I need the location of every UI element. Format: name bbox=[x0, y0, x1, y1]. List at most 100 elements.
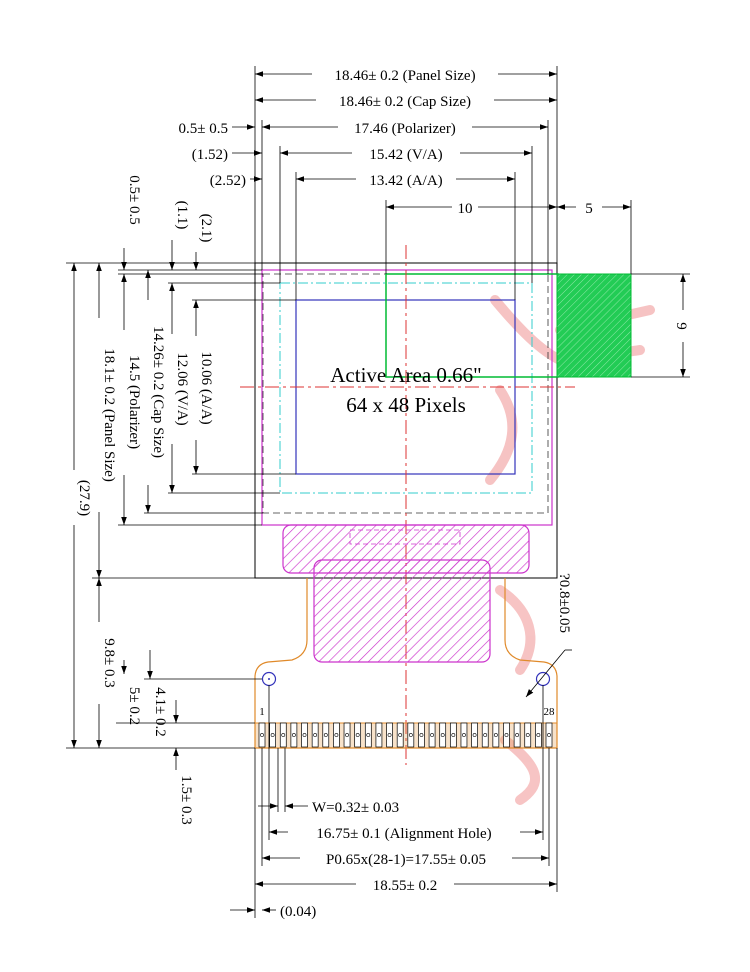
right-dimensions: 9 ?0.8±0.05 bbox=[525, 273, 690, 698]
pin bbox=[535, 722, 542, 748]
dim-aa-top: (2.1) bbox=[198, 214, 214, 243]
pin bbox=[513, 722, 521, 748]
pin-via bbox=[270, 733, 275, 737]
stiffener-area bbox=[313, 559, 491, 663]
dim-aa-offset: (2.52) bbox=[210, 173, 246, 189]
pin bbox=[375, 722, 383, 748]
dim-fpc-length: 9.8± 0.3 bbox=[101, 638, 117, 687]
dim-pin-length: 1.5± 0.3 bbox=[178, 775, 194, 824]
pin bbox=[354, 722, 362, 748]
alignment-hole-right bbox=[535, 671, 551, 687]
pin-via bbox=[440, 733, 445, 737]
dim-pin-width: W=0.32± 0.03 bbox=[312, 800, 399, 816]
pin bbox=[301, 722, 308, 748]
pin-via bbox=[302, 733, 307, 737]
dim-polarizer-width: 17.46 (Polarizer) bbox=[354, 121, 456, 137]
pin bbox=[471, 722, 478, 748]
pin bbox=[418, 722, 425, 748]
pin-band bbox=[254, 722, 558, 749]
ic-chip-inner bbox=[349, 529, 461, 545]
dim-panel-height: 18.1± 0.2 (Panel Size) bbox=[101, 348, 117, 482]
pin bbox=[343, 722, 351, 748]
active-area-title: Active Area 0.66" bbox=[330, 363, 481, 387]
pin-row bbox=[254, 722, 558, 749]
dim-top-offset: 0.5± 0.5 bbox=[126, 175, 142, 224]
dim-hole-offset: 4.1± 0.2 bbox=[152, 687, 168, 736]
active-area-pixels: 64 x 48 Pixels bbox=[346, 393, 466, 417]
pin-via bbox=[536, 733, 541, 737]
dim-va-height: 12.06 (V/A) bbox=[174, 352, 190, 425]
dim-nine: 9 bbox=[673, 322, 689, 330]
pin bbox=[311, 722, 319, 748]
pin-via bbox=[472, 733, 477, 737]
dim-total-height: (27.9) bbox=[76, 480, 92, 516]
pin bbox=[396, 722, 404, 748]
dim-cap-width: 18.46± 0.2 (Cap Size) bbox=[339, 94, 471, 110]
dim-left-offset: 0.5± 0.5 bbox=[179, 121, 228, 137]
top-dimensions: 18.46± 0.2 (Panel Size) 18.46± 0.2 (Cap … bbox=[179, 66, 632, 300]
pin-label-first: 1 bbox=[259, 706, 265, 718]
dim-hole-diameter: ?0.8±0.05 bbox=[556, 573, 572, 633]
bottom-dimensions: W=0.32± 0.03 16.75± 0.1 (Alignment Hole)… bbox=[230, 685, 558, 920]
pin-via bbox=[483, 733, 488, 737]
pin bbox=[481, 722, 489, 748]
dim-va-offset: (1.52) bbox=[192, 147, 228, 163]
pin bbox=[407, 722, 415, 748]
dim-panel-width: 18.46± 0.2 (Panel Size) bbox=[334, 68, 475, 84]
pin-via bbox=[313, 733, 318, 737]
dim-va-top: (1.1) bbox=[174, 201, 190, 230]
pin-via bbox=[323, 733, 328, 737]
pin bbox=[492, 722, 500, 748]
dim-polarizer-height: 14.5 (Polarizer) bbox=[126, 355, 142, 449]
dim-total-width: 18.55± 0.2 bbox=[373, 878, 437, 894]
pin-via bbox=[419, 733, 424, 737]
pin-via bbox=[387, 733, 392, 737]
pin-via bbox=[547, 733, 551, 737]
pin-via bbox=[334, 733, 339, 737]
pin-via bbox=[504, 733, 509, 737]
pin-via bbox=[398, 733, 403, 737]
pin-via bbox=[260, 733, 264, 737]
pin bbox=[333, 722, 340, 748]
pin bbox=[386, 722, 393, 748]
pin-via bbox=[451, 733, 456, 737]
dim-ten: 10 bbox=[458, 201, 473, 217]
pin-via bbox=[462, 733, 466, 737]
dim-five: 5 bbox=[585, 201, 593, 217]
pin bbox=[364, 722, 372, 748]
green-hatched-block bbox=[556, 273, 632, 378]
pin-via bbox=[366, 733, 371, 737]
pin-via bbox=[430, 733, 434, 737]
pin-via bbox=[377, 733, 381, 737]
pin-label-last: 28 bbox=[544, 706, 556, 718]
pin-via bbox=[408, 733, 413, 737]
pin bbox=[503, 722, 510, 748]
dim-edge: (0.04) bbox=[280, 904, 316, 920]
pin bbox=[460, 722, 468, 748]
pin bbox=[524, 722, 532, 748]
pin bbox=[428, 722, 436, 748]
pin-via bbox=[515, 733, 520, 737]
pin bbox=[322, 722, 330, 748]
pin bbox=[258, 722, 266, 748]
pin bbox=[269, 722, 276, 748]
pin-via bbox=[493, 733, 498, 737]
dim-cap-height: 14.26± 0.2 (Cap Size) bbox=[150, 326, 166, 458]
pin-via bbox=[291, 733, 296, 737]
dim-pin-pitch: P0.65x(28-1)=17.55± 0.05 bbox=[326, 852, 486, 868]
pin-via bbox=[345, 733, 349, 737]
dim-va-width: 15.42 (V/A) bbox=[369, 147, 442, 163]
dim-five-vertical: 5± 0.2 bbox=[126, 687, 142, 725]
dim-alignment-hole: 16.75± 0.1 (Alignment Hole) bbox=[316, 826, 491, 842]
dim-aa-width: 13.42 (A/A) bbox=[369, 173, 442, 189]
left-dimensions: (27.9) 18.1± 0.2 (Panel Size) 0.5± 0.5 1… bbox=[66, 175, 296, 825]
pin-via bbox=[355, 733, 360, 737]
dim-aa-height: 10.06 (A/A) bbox=[198, 351, 214, 424]
pin-via bbox=[525, 733, 530, 737]
pin bbox=[290, 722, 298, 748]
pin bbox=[449, 722, 457, 748]
pin bbox=[545, 722, 553, 748]
pin-via bbox=[281, 733, 286, 737]
pin bbox=[279, 722, 287, 748]
